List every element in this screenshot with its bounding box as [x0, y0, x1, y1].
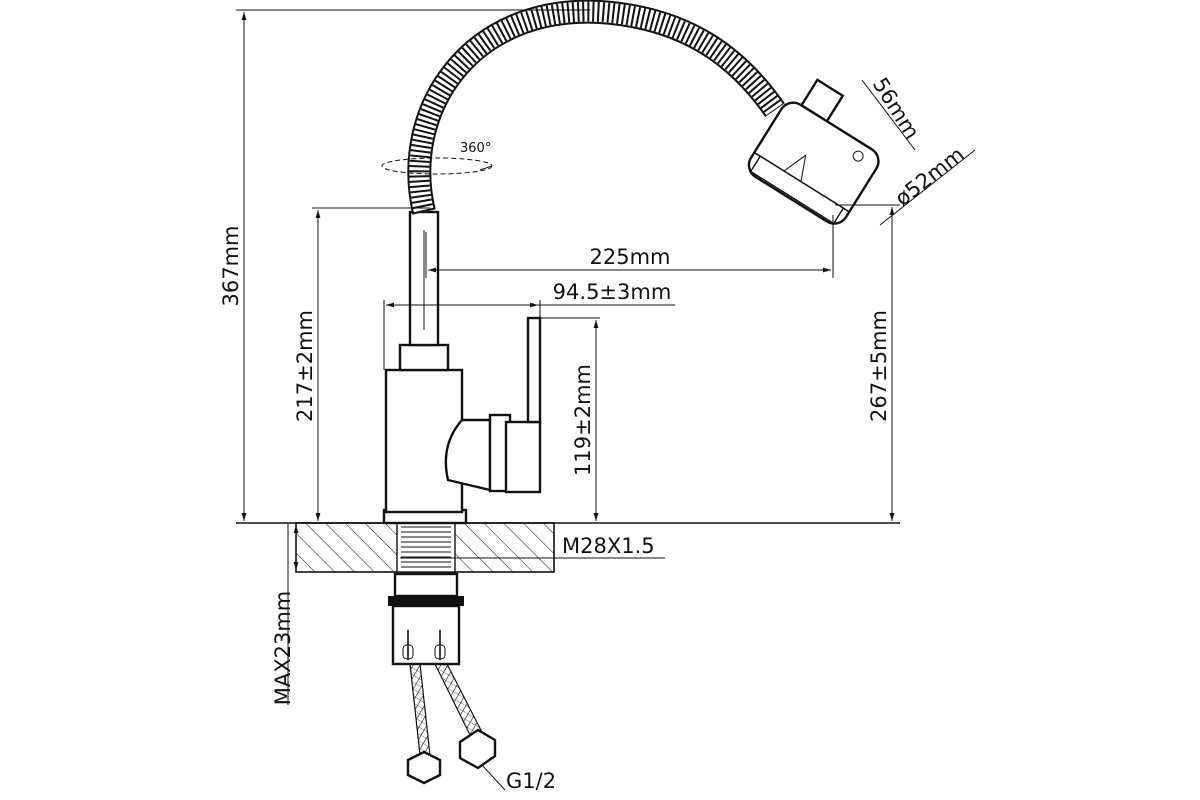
- thread-label: M28X1.5: [562, 534, 655, 558]
- head-height-label: 267±5mm: [867, 310, 891, 422]
- mounting-nut: [388, 572, 464, 666]
- rotation-label: 360°: [460, 141, 491, 156]
- countertop: [295, 522, 555, 573]
- dimension-lines: [236, 9, 976, 791]
- supply-hoses: [406, 663, 497, 785]
- reach-label: 225mm: [590, 245, 671, 269]
- rotation-indicator: 360°: [381, 141, 493, 175]
- head-diameter-label: ø52mm: [891, 142, 969, 210]
- body-width-label: 94.5±3mm: [553, 280, 672, 304]
- spout-height-label: 217±2mm: [293, 310, 317, 422]
- spray-head: [747, 78, 880, 225]
- total-height-label: 367mm: [219, 226, 243, 307]
- flexible-spout: [407, 0, 785, 215]
- mount-thickness-label: MAX23mm: [271, 591, 295, 706]
- head-depth-label: 56mm: [868, 73, 924, 143]
- hose-thread-label: G1/2: [506, 769, 556, 793]
- handle-height-label: 119±2mm: [571, 364, 595, 476]
- lever-handle: [444, 316, 542, 494]
